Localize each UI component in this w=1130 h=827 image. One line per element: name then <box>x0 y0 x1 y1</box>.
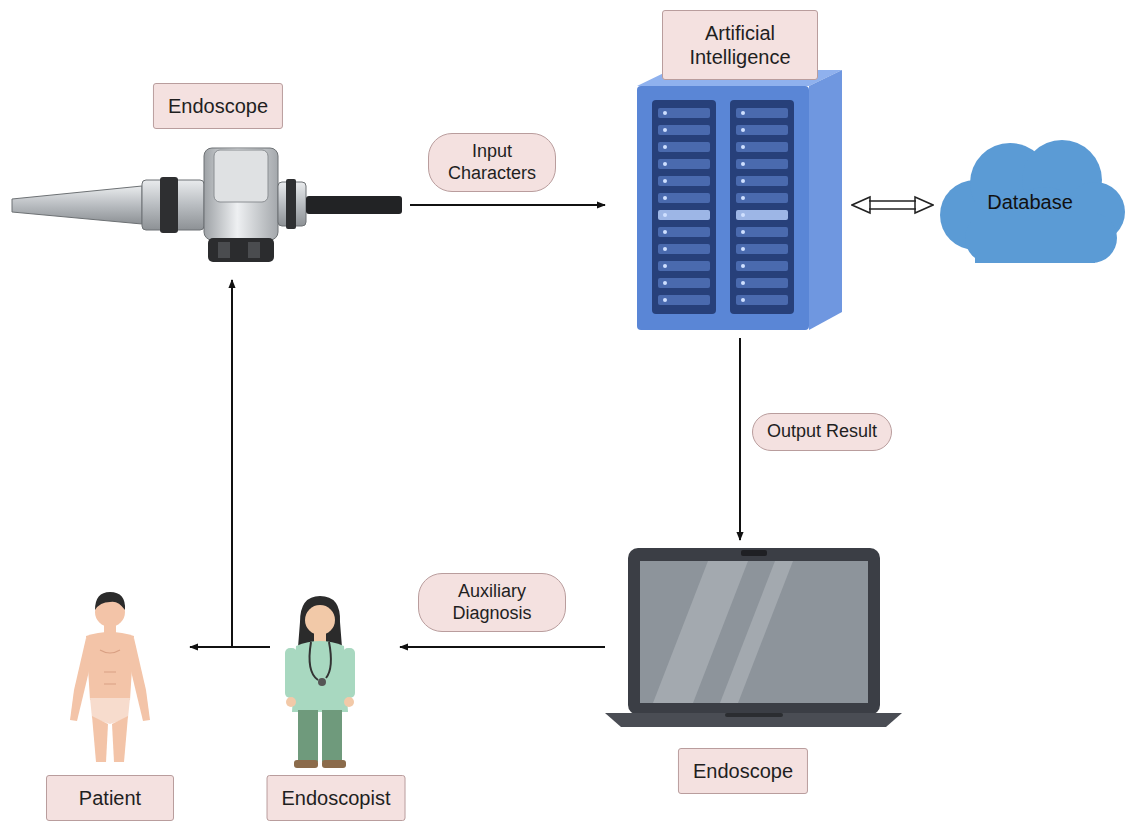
server-led <box>741 128 745 132</box>
server-led <box>741 230 745 234</box>
cloud-label: Database <box>935 140 1125 265</box>
connector-arrow <box>232 280 270 647</box>
name-tag: Patient <box>46 775 174 821</box>
server-slot <box>736 159 788 169</box>
server-led <box>663 128 667 132</box>
server-slot <box>736 193 788 203</box>
server-slot <box>736 210 788 220</box>
server-led <box>663 298 667 302</box>
server-slot <box>736 244 788 254</box>
patient-node: Patient <box>30 590 190 825</box>
endoscopist-node: Endoscopist <box>270 598 400 825</box>
endoscope-node: Endoscope <box>605 540 890 805</box>
server-led <box>663 230 667 234</box>
server-slot <box>736 108 788 118</box>
name-tag: Endoscope <box>153 83 283 129</box>
server-led <box>663 213 667 217</box>
server-slot <box>658 261 710 271</box>
server-led <box>663 264 667 268</box>
laptop-illustration <box>605 548 902 727</box>
connector-arrow <box>400 646 605 648</box>
server-slot <box>658 295 710 305</box>
server-led <box>663 179 667 183</box>
server-slot <box>736 125 788 135</box>
server-slot <box>736 295 788 305</box>
ai-node: Artificial Intelligence <box>605 8 850 338</box>
connector-arrow <box>739 338 741 540</box>
server-led <box>663 111 667 115</box>
server-led <box>663 281 667 285</box>
name-tag: Endoscopist <box>267 775 406 821</box>
name-tag: Endoscope <box>678 748 808 794</box>
server-led <box>663 145 667 149</box>
connector-arrow <box>852 205 933 206</box>
server-slot <box>736 278 788 288</box>
server-slot <box>658 159 710 169</box>
server-led <box>663 196 667 200</box>
server-led <box>741 111 745 115</box>
server-led <box>741 247 745 251</box>
server-slots <box>658 108 788 305</box>
server-slot <box>658 108 710 118</box>
server-led <box>741 298 745 302</box>
server-led <box>741 264 745 268</box>
endoscope-node: Endoscope <box>8 80 410 280</box>
server-illustration <box>637 70 842 330</box>
server-led <box>741 179 745 183</box>
connector-arrow <box>410 204 605 206</box>
endoscope-device <box>12 148 402 262</box>
server-slot <box>736 227 788 237</box>
server-slot <box>736 176 788 186</box>
server-led <box>741 196 745 200</box>
server-slot <box>658 278 710 288</box>
server-slot <box>658 227 710 237</box>
name-tag: Artificial Intelligence <box>662 10 818 80</box>
edge-label: Output Result <box>752 413 892 451</box>
edge-label: Auxiliary Diagnosis <box>418 573 566 632</box>
server-slot <box>658 142 710 152</box>
server-led <box>663 162 667 166</box>
server-led <box>741 213 745 217</box>
server-slot <box>736 142 788 152</box>
server-slot <box>658 193 710 203</box>
endoscopist-figure <box>285 596 355 768</box>
server-led <box>663 247 667 251</box>
server-slot <box>658 176 710 186</box>
server-slot <box>658 244 710 254</box>
database-node: Database <box>935 140 1125 265</box>
double-arrow-shaft <box>869 201 916 209</box>
server-led <box>741 281 745 285</box>
server-led <box>741 145 745 149</box>
server-slot <box>658 210 710 220</box>
edge-label: Input Characters <box>428 133 556 192</box>
server-led <box>741 162 745 166</box>
patient-figure <box>70 592 150 762</box>
server-slot <box>658 125 710 135</box>
server-slot <box>736 261 788 271</box>
